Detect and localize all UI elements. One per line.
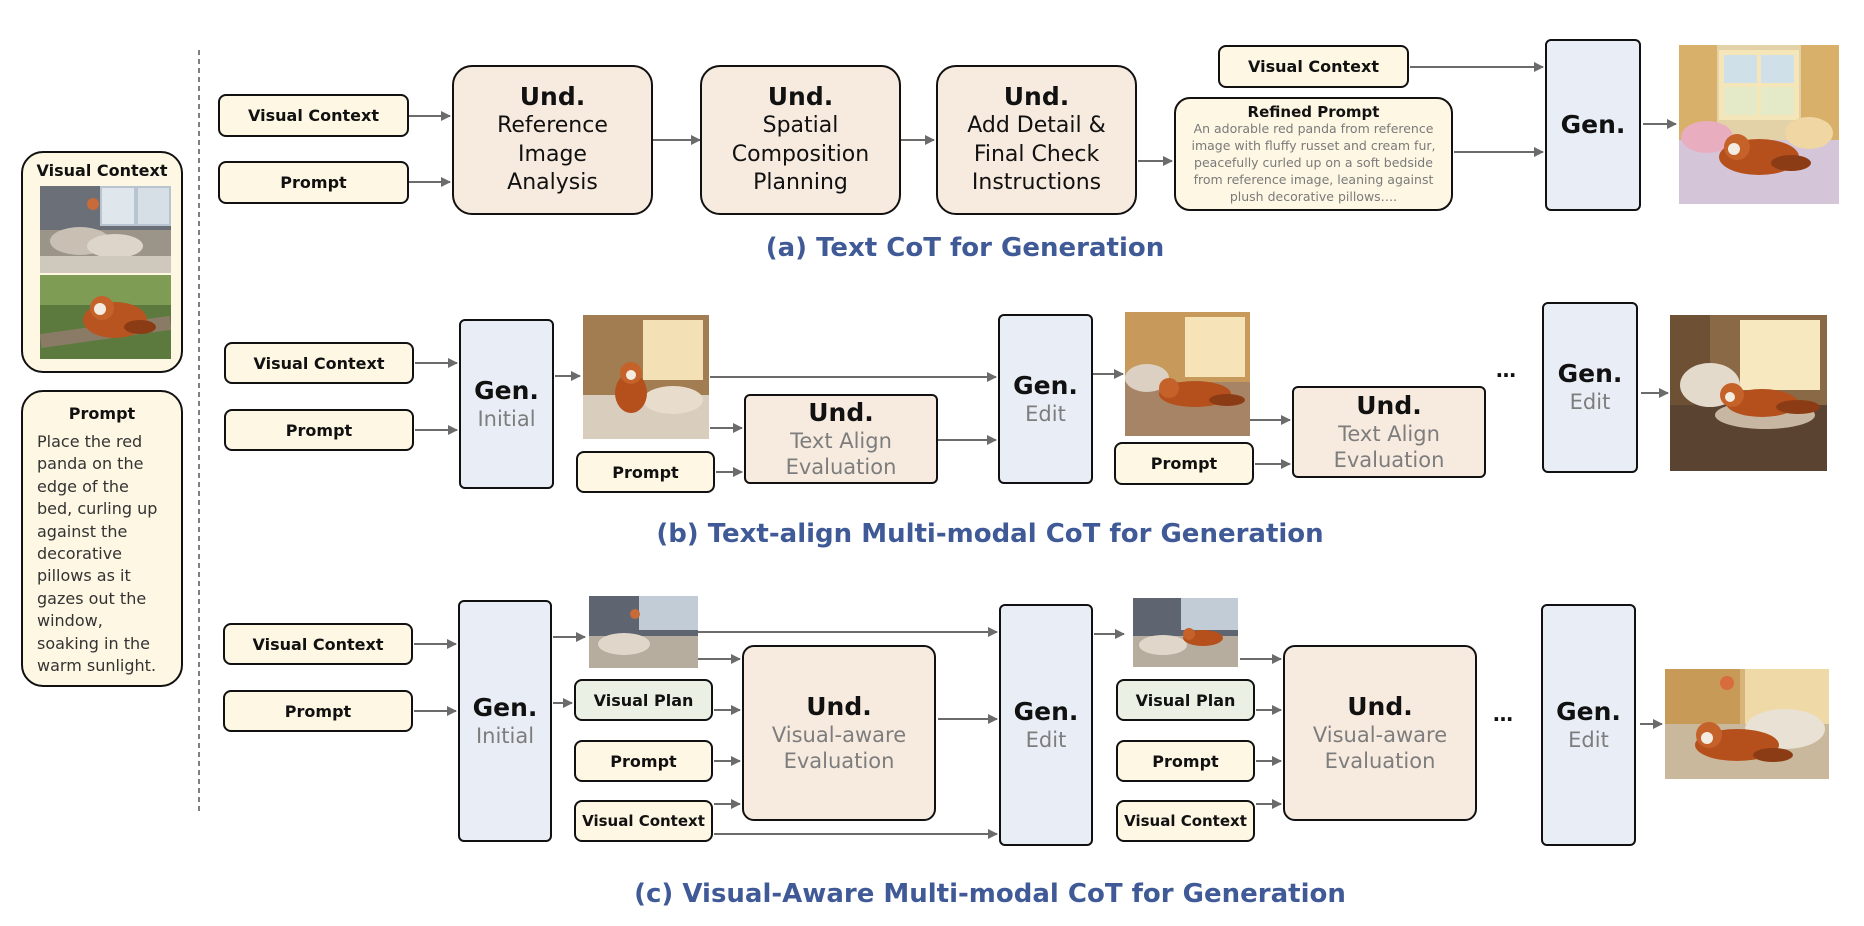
c-final-image [1665,669,1829,779]
c-visual-context-box: Visual Context [223,623,413,665]
b-text-align-eval-box-2: Und. Text Align Evaluation [1292,386,1486,478]
c-und1-sub: Visual-aware Evaluation [771,722,907,773]
b-visual-context-label: Visual Context [253,353,385,373]
b-prompt-label-2: Prompt [612,462,679,482]
c-und2-title: Und. [1347,691,1413,721]
a-reference-analysis-box: Und. Reference Image Analysis [452,65,653,215]
a-caption: (a) Text CoT for Generation [765,233,1165,263]
c-visual-plan-label-1: Visual Plan [593,690,694,710]
a-visual-context-label: Visual Context [248,106,379,125]
c-caption: (c) Visual-Aware Multi-modal CoT for Gen… [634,879,1346,909]
c-prompt-box-3: Prompt [1116,740,1255,782]
b-gen2-title: Gen. [1013,370,1078,400]
a-step2-title: Und. [767,82,834,112]
bedroom-reference-image [40,186,171,273]
b-und2-sub: Text Align Evaluation [1333,421,1445,472]
b-gen3-sub: Edit [1569,390,1611,415]
b-prompt-box-2: Prompt [576,451,715,493]
c-gen-initial-box: Gen. Initial [458,600,552,842]
a-step2-sub: Spatial Composition Planning [731,113,870,196]
b-prompt-label: Prompt [285,420,353,440]
b-gen-edit-box-1: Gen. Edit [998,314,1093,484]
left-prompt-text: Place the red panda on the edge of the b… [37,432,158,675]
b-final-image [1670,315,1827,471]
b-gen2-sub: Edit [1025,401,1066,426]
a-visual-context-label-2: Visual Context [1248,57,1379,76]
b-prompt-box: Prompt [224,409,414,451]
c-visual-context-label: Visual Context [252,634,384,654]
c-visual-context-box-3: Visual Context [1116,800,1255,842]
b-caption: (b) Text-align Multi-modal CoT for Gener… [656,519,1324,549]
c-visual-aware-eval-box-1: Und. Visual-aware Evaluation [742,645,936,821]
c-visual-plan-box-2: Visual Plan [1116,679,1255,721]
left-visual-context-title: Visual Context [36,161,168,180]
a-gen-box: Gen. [1545,39,1641,211]
c-gen-edit-box-1: Gen. Edit [999,604,1093,846]
c-visual-aware-eval-box-2: Und. Visual-aware Evaluation [1283,645,1477,821]
red-panda-reference-image [40,275,171,359]
c-gen1-title: Gen. [472,692,538,722]
c-gen-edit-box-2: Gen. Edit [1541,604,1636,846]
b-und1-title: Und. [808,397,874,427]
c-visual-plan-image-2 [1133,598,1238,667]
b-gen1-sub: Initial [477,406,536,431]
a-step3-sub: Add Detail & Final Check Instructions [967,113,1106,196]
c-gen3-sub: Edit [1568,727,1609,752]
left-prompt-panel: Prompt Place the red panda on the edge o… [21,390,183,687]
c-visual-context-box-2: Visual Context [574,800,713,842]
b-initial-image [583,315,709,439]
c-visual-plan-box-1: Visual Plan [574,679,713,721]
c-gen3-title: Gen. [1556,696,1621,726]
a-step1-sub: Reference Image Analysis [497,113,608,196]
a-visual-context-box: Visual Context [218,94,409,137]
c-gen1-sub: Initial [475,723,535,748]
b-visual-context-box: Visual Context [224,342,414,384]
c-prompt-label: Prompt [284,701,352,721]
c-visual-plan-image-1 [589,596,698,668]
a-output-image [1679,45,1839,204]
a-refined-prompt-box: Refined Prompt An adorable red panda fro… [1174,97,1453,211]
c-prompt-box-2: Prompt [574,740,713,782]
b-und2-title: Und. [1356,390,1422,420]
c-visual-plan-label-2: Visual Plan [1135,690,1236,710]
b-ellipsis: … [1496,358,1516,382]
c-ellipsis: … [1493,702,1513,726]
b-gen-edit-box-2: Gen. Edit [1542,302,1638,473]
a-detail-check-box: Und. Add Detail & Final Check Instructio… [936,65,1137,215]
c-prompt-label-3: Prompt [1152,751,1219,771]
left-prompt-title: Prompt [68,404,136,423]
b-und1-sub: Text Align Evaluation [785,428,897,479]
b-edit-image [1125,312,1250,436]
b-gen3-title: Gen. [1557,359,1623,389]
c-und2-sub: Visual-aware Evaluation [1312,722,1448,773]
a-refined-text: An adorable red panda from reference ima… [1191,121,1436,204]
a-step1-title: Und. [519,82,586,112]
a-prompt-label: Prompt [280,173,347,192]
c-gen2-sub: Edit [1025,727,1067,752]
c-visual-context-label-3: Visual Context [1124,812,1247,830]
a-spatial-planning-box: Und. Spatial Composition Planning [700,65,901,215]
a-step3-title: Und. [1003,82,1070,112]
c-prompt-label-2: Prompt [610,751,677,771]
a-prompt-box: Prompt [218,161,409,204]
a-refined-title: Refined Prompt [1247,103,1380,121]
a-visual-context-box-2: Visual Context [1218,45,1409,88]
c-visual-context-label-2: Visual Context [582,812,705,830]
b-gen-initial-box: Gen. Initial [459,319,554,489]
b-text-align-eval-box-1: Und. Text Align Evaluation [744,394,938,484]
c-prompt-box: Prompt [223,690,413,732]
b-prompt-box-3: Prompt [1114,442,1254,485]
b-prompt-label-3: Prompt [1150,454,1218,473]
c-gen2-title: Gen. [1013,696,1079,726]
a-gen-title: Gen. [1560,110,1626,139]
b-gen1-title: Gen. [474,375,539,405]
c-und1-title: Und. [806,691,872,721]
